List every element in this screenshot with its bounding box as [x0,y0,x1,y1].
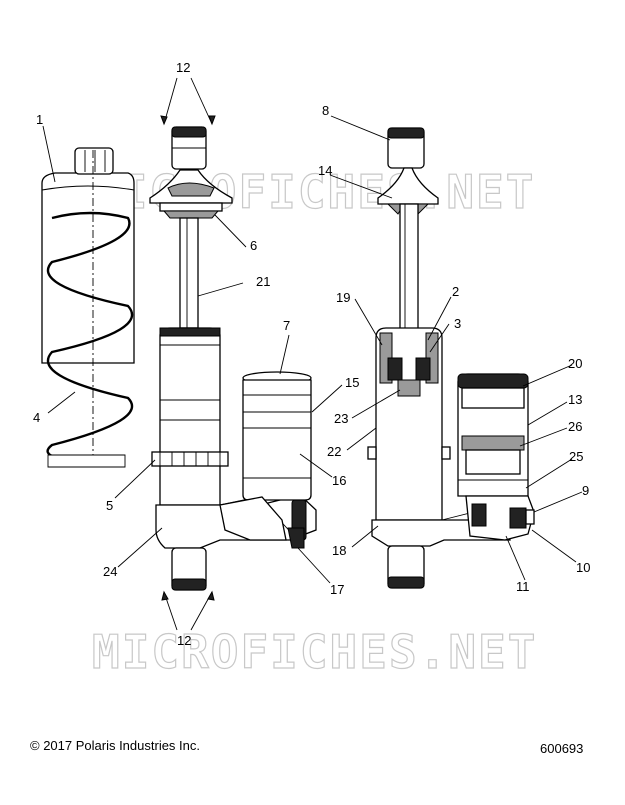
callout-5: 5 [106,498,113,513]
callout-24: 24 [103,564,117,579]
callout-15: 15 [345,375,359,390]
spring-part-4 [46,211,134,468]
right-shock-assembly [367,127,511,589]
callout-12-bottom: 12 [177,633,191,648]
callout-8: 8 [322,103,329,118]
callout-11: 11 [516,579,530,594]
leader-lines [42,77,583,631]
callout-6: 6 [250,238,257,253]
reservoir-left-parts-7-15-16 [219,371,312,549]
copyright-text: © 2017 Polaris Industries Inc. [30,738,200,753]
spring-cover-part-1 [41,147,135,470]
callout-13: 13 [568,392,582,407]
callout-12-top: 12 [176,60,190,75]
figure-number: 600693 [540,741,584,756]
watermark-bottom: MICROFICHES.NET [92,625,537,679]
callout-16: 16 [332,473,346,488]
callout-25: 25 [569,449,583,464]
callout-1: 1 [36,112,43,127]
watermark-top: MICROFICHES.NET [90,165,535,219]
callout-19: 19 [336,290,350,305]
callout-26: 26 [568,419,582,434]
callout-21: 21 [256,274,270,289]
callout-14: 14 [318,163,332,178]
callout-17: 17 [330,582,344,597]
callout-22: 22 [327,444,341,459]
callout-3: 3 [454,316,461,331]
callout-9: 9 [582,483,589,498]
callout-10: 10 [576,560,590,575]
reservoir-right-parts-13-20-25-26 [457,373,535,541]
callout-18: 18 [332,543,346,558]
callout-labels: 1 2 3 4 5 6 7 8 9 10 11 12 12 13 14 15 1… [33,60,590,648]
callout-23: 23 [334,411,348,426]
callout-2: 2 [452,284,459,299]
callout-4: 4 [33,410,40,425]
callout-7: 7 [283,318,290,333]
callout-20: 20 [568,356,582,371]
